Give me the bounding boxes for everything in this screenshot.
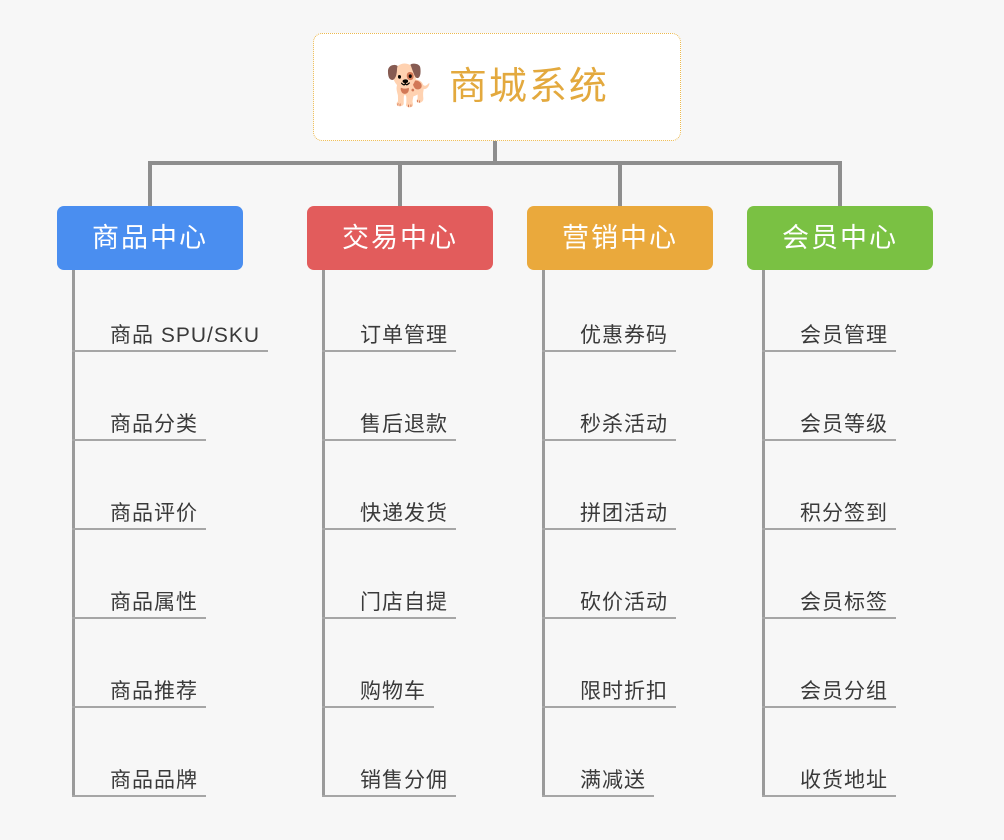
leaf-item-label: 积分签到: [800, 502, 888, 525]
category-label-trade-center: 交易中心: [342, 222, 458, 253]
leaf-item-rule: [542, 350, 676, 352]
leaf-item-rule: [72, 439, 206, 441]
leaf-item-label: 收货地址: [800, 769, 888, 792]
leaf-item-rule: [72, 350, 268, 352]
leaf-item-label: 秒杀活动: [580, 413, 668, 436]
leaf-item-label: 满减送: [580, 769, 646, 792]
connector-drop-member-center: [838, 161, 842, 206]
leaf-item-rule: [72, 617, 206, 619]
leaf-item-rule: [322, 350, 456, 352]
column-spine-product-center: [72, 270, 75, 797]
leaf-item-label: 商品评价: [110, 502, 198, 525]
leaf-item-rule: [72, 528, 206, 530]
leaf-item-rule: [762, 617, 896, 619]
leaf-item-label: 商品属性: [110, 591, 198, 614]
leaf-item-rule: [72, 706, 206, 708]
leaf-item-label: 砍价活动: [580, 591, 668, 614]
leaf-item-rule: [322, 528, 456, 530]
category-label-marketing-center: 营销中心: [562, 222, 678, 253]
leaf-item-label: 会员等级: [800, 413, 888, 436]
category-box-member-center[interactable]: 会员中心: [747, 206, 933, 270]
leaf-item-label: 销售分佣: [360, 769, 448, 792]
leaf-item-rule: [762, 706, 896, 708]
leaf-item-rule: [542, 439, 676, 441]
leaf-item-rule: [762, 528, 896, 530]
leaf-item-rule: [322, 795, 456, 797]
leaf-item-label: 订单管理: [360, 324, 448, 347]
leaf-item-label: 会员管理: [800, 324, 888, 347]
leaf-item-rule: [762, 439, 896, 441]
category-label-product-center: 商品中心: [92, 222, 208, 253]
leaf-item-label: 会员分组: [800, 680, 888, 703]
leaf-item-rule: [542, 528, 676, 530]
category-box-product-center[interactable]: 商品中心: [57, 206, 243, 270]
root-node-title: 商城系统: [448, 66, 609, 108]
connector-root-stem: [493, 141, 497, 165]
leaf-item-label: 快递发货: [360, 502, 448, 525]
column-spine-trade-center: [322, 270, 325, 797]
column-spine-marketing-center: [542, 270, 545, 797]
connector-drop-trade-center: [398, 161, 402, 206]
leaf-item-rule: [542, 706, 676, 708]
leaf-item-label: 商品分类: [110, 413, 198, 436]
shiba-dog-face-icon: 🐕: [385, 64, 435, 108]
category-box-trade-center[interactable]: 交易中心: [307, 206, 493, 270]
connector-drop-marketing-center: [618, 161, 622, 206]
leaf-item-rule: [542, 617, 676, 619]
leaf-item-rule: [762, 350, 896, 352]
leaf-item-label: 优惠券码: [580, 324, 668, 347]
leaf-item-label: 商品品牌: [110, 769, 198, 792]
leaf-item-rule: [72, 795, 206, 797]
leaf-item-rule: [542, 795, 654, 797]
leaf-item-label: 门店自提: [360, 591, 448, 614]
root-node-mall-system[interactable]: 🐕 商城系统: [313, 33, 681, 141]
leaf-item-rule: [762, 795, 896, 797]
leaf-item-label: 会员标签: [800, 591, 888, 614]
leaf-item-label: 购物车: [360, 680, 426, 703]
leaf-item-label: 商品推荐: [110, 680, 198, 703]
leaf-item-label: 售后退款: [360, 413, 448, 436]
leaf-item-rule: [322, 617, 456, 619]
leaf-item-label: 限时折扣: [580, 680, 668, 703]
category-label-member-center: 会员中心: [782, 222, 898, 253]
leaf-item-label: 商品 SPU/SKU: [110, 324, 261, 347]
connector-horizontal-bar: [149, 161, 840, 165]
category-box-marketing-center[interactable]: 营销中心: [527, 206, 713, 270]
leaf-item-label: 拼团活动: [580, 502, 668, 525]
leaf-item-rule: [322, 706, 434, 708]
leaf-item-rule: [322, 439, 456, 441]
connector-drop-product-center: [148, 161, 152, 206]
column-spine-member-center: [762, 270, 765, 797]
